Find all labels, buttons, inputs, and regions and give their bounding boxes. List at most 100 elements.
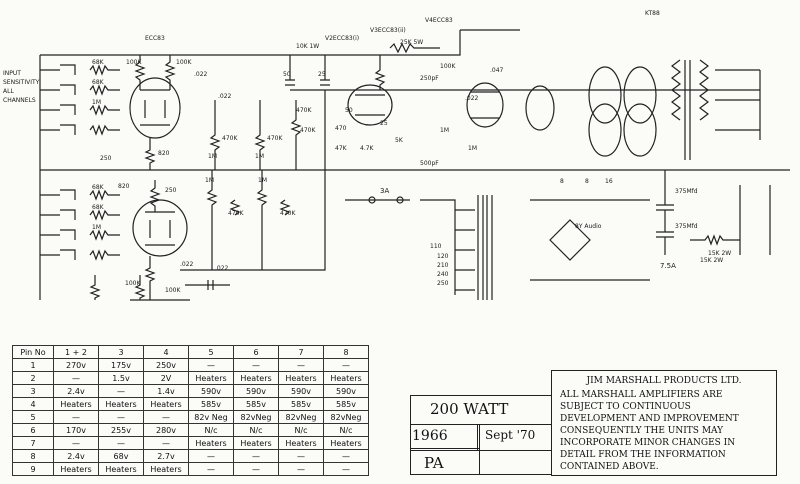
resistor-label: 68K bbox=[92, 59, 105, 66]
input-label: INPUT bbox=[3, 70, 21, 77]
resistor-label: 4.7K bbox=[360, 145, 375, 152]
capacitor-label: .022 bbox=[180, 261, 194, 268]
schematic-drawing: INPUT SENSITIVITY ALL CHANNELS ECC83 V2E… bbox=[3, 10, 790, 301]
table-cell: 250v bbox=[143, 358, 189, 372]
table-cell: 82vNeg bbox=[323, 410, 369, 424]
capacitor-label: .022 bbox=[194, 71, 208, 78]
table-cell: 280v bbox=[143, 423, 189, 437]
table-cell: Heaters bbox=[53, 462, 99, 476]
table-cell: Heaters bbox=[323, 436, 369, 450]
table-cell: 270v bbox=[53, 358, 99, 372]
resistor-label: 100K bbox=[440, 63, 456, 70]
resistor-label: 68K bbox=[92, 184, 105, 191]
tap-label: 210 bbox=[437, 262, 449, 269]
table-cell: Heaters bbox=[53, 397, 99, 411]
resistor-label: 470 bbox=[335, 125, 347, 132]
table-header-row: Pin No 1 + 2 3 4 5 6 7 8 bbox=[12, 345, 369, 359]
table-cell: 175v bbox=[98, 358, 144, 372]
table-cell: — bbox=[323, 449, 369, 463]
table-cell: — bbox=[278, 462, 324, 476]
resistor-label: 47K bbox=[335, 145, 348, 152]
valve-label: V4ECC83 bbox=[425, 17, 453, 24]
resistor-label: 1M bbox=[440, 127, 449, 134]
capacitor-label: 375Mfd bbox=[675, 188, 698, 195]
column-header: Pin No bbox=[12, 345, 54, 359]
table-row: 2 — 1.5v 2V Heaters Heaters Heaters Heat… bbox=[12, 371, 369, 385]
notice-heading: Jim Marshall Products Ltd. bbox=[586, 376, 742, 386]
table-cell: — bbox=[98, 384, 144, 398]
capacitor-label: 25 bbox=[318, 71, 326, 78]
resistor-label: 820 bbox=[158, 150, 170, 157]
table-cell: Heaters bbox=[188, 371, 234, 385]
table-cell: — bbox=[188, 358, 234, 372]
table-cell: 585v bbox=[278, 397, 324, 411]
tap-label: 110 bbox=[430, 243, 442, 250]
table-cell: 590v bbox=[323, 384, 369, 398]
table-cell: — bbox=[233, 449, 279, 463]
table-cell: 68v bbox=[98, 449, 144, 463]
table-row: 5 — — — 82v Neg 82vNeg 82vNeg 82vNeg bbox=[12, 410, 369, 424]
input-label: SENSITIVITY bbox=[3, 79, 40, 86]
resistor-label: 470K bbox=[228, 210, 244, 217]
table-cell: 585v bbox=[323, 397, 369, 411]
table-cell: 1.4v bbox=[143, 384, 189, 398]
table-cell: 2.4v bbox=[53, 384, 99, 398]
table-cell: Heaters bbox=[143, 462, 189, 476]
model-year: 1966 bbox=[412, 428, 448, 444]
tap-label: 120 bbox=[437, 253, 449, 260]
table-cell: 5 bbox=[12, 410, 54, 424]
table-cell: 6 bbox=[12, 423, 54, 437]
resistor-label: 1M bbox=[208, 153, 217, 160]
table-row: 3 2.4v — 1.4v 590v 590v 590v 590v bbox=[12, 384, 369, 398]
column-header: 8 bbox=[323, 345, 369, 359]
table-cell: N/c bbox=[233, 423, 279, 437]
resistor-label: 68K bbox=[92, 204, 105, 211]
table-cell: 170v bbox=[53, 423, 99, 437]
table-row: 6 170v 255v 280v N/c N/c N/c N/c bbox=[12, 423, 369, 437]
valve-label: ECC83 bbox=[145, 35, 165, 42]
table-cell: 3 bbox=[12, 384, 54, 398]
power-rating: 200 WATT bbox=[430, 400, 509, 418]
resistor-label: 15K 2W bbox=[708, 250, 731, 257]
capacitor-label: .022 bbox=[215, 265, 229, 272]
column-header: 5 bbox=[188, 345, 234, 359]
valve-label: KT88 bbox=[645, 10, 660, 17]
table-cell: — bbox=[233, 358, 279, 372]
table-row: 9 Heaters Heaters Heaters — — — — bbox=[12, 462, 369, 476]
table-cell: — bbox=[53, 410, 99, 424]
table-cell: Heaters bbox=[233, 371, 279, 385]
table-cell: — bbox=[188, 449, 234, 463]
title-block-cell bbox=[410, 424, 480, 451]
table-cell: 2 bbox=[12, 371, 54, 385]
resistor-label: 470K bbox=[280, 210, 296, 217]
table-row: 7 — — — Heaters Heaters Heaters Heaters bbox=[12, 436, 369, 450]
table-cell: 9 bbox=[12, 462, 54, 476]
capacitor-label: 50 bbox=[345, 107, 353, 114]
capacitor-label: 8 bbox=[585, 178, 589, 185]
table-cell: 1.5v bbox=[98, 371, 144, 385]
capacitor-label: 500pF bbox=[420, 160, 439, 167]
resistor-label: 68K bbox=[92, 79, 105, 86]
table-cell: 82v Neg bbox=[188, 410, 234, 424]
table-cell: — bbox=[53, 371, 99, 385]
capacitor-label: 16 bbox=[605, 178, 613, 185]
rectifier-label: 8Y Audio bbox=[575, 223, 602, 230]
resistor-label: 1M bbox=[92, 99, 101, 106]
table-cell: Heaters bbox=[233, 436, 279, 450]
resistor-label: 1M bbox=[468, 145, 477, 152]
resistor-label: 100K bbox=[126, 59, 142, 66]
table-cell: — bbox=[143, 410, 189, 424]
table-cell: Heaters bbox=[98, 462, 144, 476]
fuse-label: 7.5A bbox=[660, 262, 676, 270]
table-cell: N/c bbox=[278, 423, 324, 437]
resistor-label: 470K bbox=[222, 135, 238, 142]
table-cell: — bbox=[53, 436, 99, 450]
table-row: 4 Heaters Heaters Heaters 585v 585v 585v… bbox=[12, 397, 369, 411]
valve-label: V2ECC83(i) bbox=[325, 35, 359, 42]
resistor-label: 1M bbox=[205, 177, 214, 184]
table-cell: 2.4v bbox=[53, 449, 99, 463]
capacitor-label: 25 bbox=[380, 120, 388, 127]
table-cell: Heaters bbox=[278, 436, 324, 450]
resistor-label: 1M bbox=[255, 153, 264, 160]
